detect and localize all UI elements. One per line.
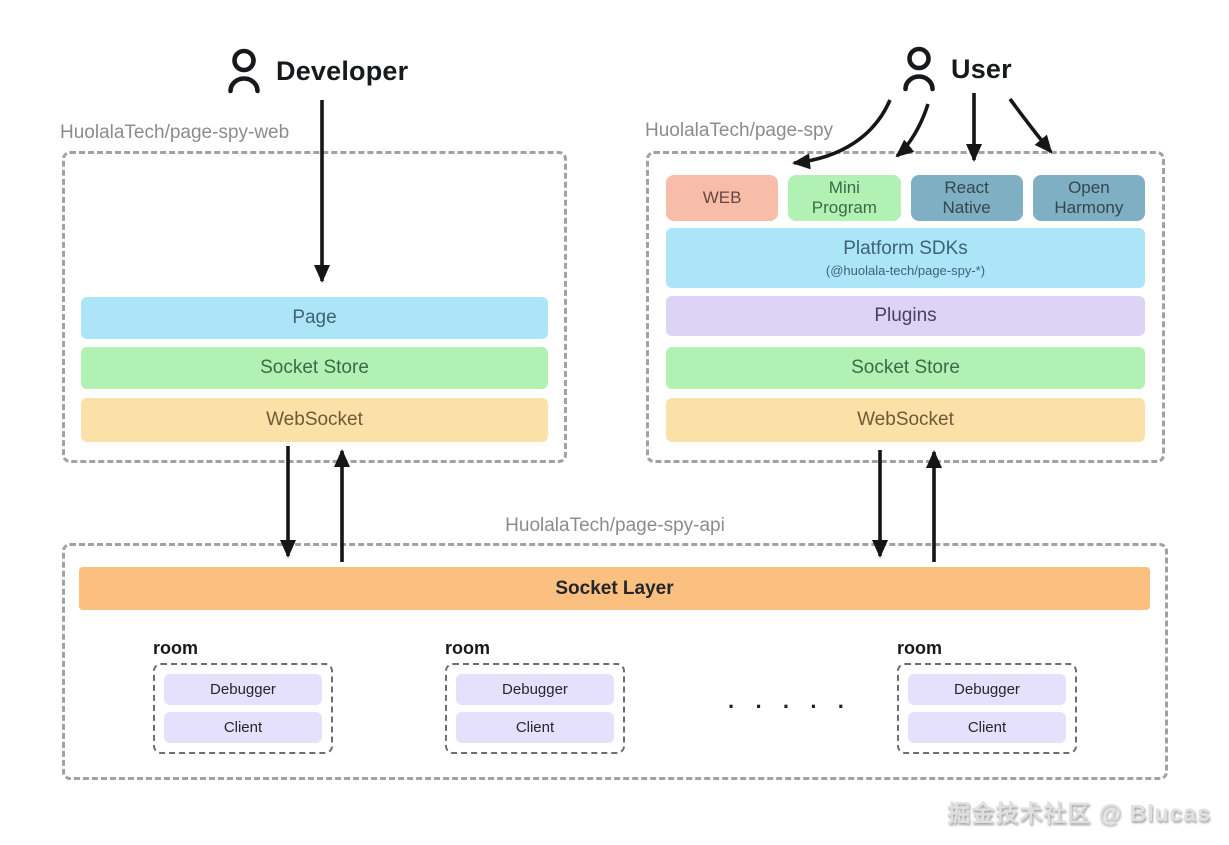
user-person-icon	[903, 46, 935, 92]
room-2-client: Client	[456, 712, 614, 743]
sdk-row-plugins: Plugins	[666, 296, 1145, 336]
room-1-box: Debugger Client	[153, 663, 333, 754]
platform-react-native: React Native	[910, 175, 1023, 221]
developer-label: Developer	[276, 55, 409, 86]
rooms-ellipsis: · · · · ·	[728, 694, 853, 719]
room-3-client: Client	[908, 712, 1066, 743]
room-2-debugger: Debugger	[456, 674, 614, 705]
platform-sdks-label: Platform SDKs	[843, 238, 968, 259]
room-1-label: room	[153, 638, 198, 658]
sdk-panel-title: HuolalaTech/page-spy	[645, 120, 834, 141]
room-2-box: Debugger Client	[445, 663, 625, 754]
api-panel: Socket Layer room Debugger Client room D…	[62, 543, 1168, 780]
room-1-client: Client	[164, 712, 322, 743]
room-3-debugger: Debugger	[908, 674, 1066, 705]
room-2: room Debugger Client	[445, 638, 625, 754]
socket-layer-bar: Socket Layer	[79, 567, 1150, 610]
platform-sdks-package-hint: (@huolala-tech/page-spy-*)	[825, 263, 986, 278]
web-panel-title: HuolalaTech/page-spy-web	[60, 122, 290, 143]
web-panel: Page Socket Store WebSocket	[62, 151, 567, 463]
user-to-mini-program-arrow	[895, 103, 930, 158]
platform-open-harmony: Open Harmony	[1032, 175, 1145, 221]
developer-actor: Developer	[226, 48, 408, 94]
user-actor: User	[901, 46, 1012, 92]
developer-person-icon	[228, 48, 260, 94]
platform-web: WEB	[666, 175, 779, 221]
sdk-row-socket-store: Socket Store	[666, 347, 1145, 389]
web-row-websocket: WebSocket	[81, 398, 548, 442]
room-1-debugger: Debugger	[164, 674, 322, 705]
api-panel-title: HuolalaTech/page-spy-api	[505, 515, 725, 536]
platform-mini-program: Mini Program	[788, 175, 901, 221]
user-to-open-harmony-arrow	[1008, 97, 1053, 154]
sdk-row-platform-sdks: Platform SDKs (@huolala-tech/page-spy-*)	[666, 228, 1145, 288]
sdk-platform-row: WEB Mini Program React Native Open Harmo…	[666, 175, 1145, 221]
room-1: room Debugger Client	[153, 638, 333, 754]
room-3: room Debugger Client	[897, 638, 1077, 754]
sdk-panel: WEB Mini Program React Native Open Harmo…	[646, 151, 1165, 463]
watermark: 掘金技术社区 @ Blucas	[947, 800, 1211, 826]
web-row-socket-store: Socket Store	[81, 347, 548, 389]
room-3-label: room	[897, 638, 942, 658]
room-2-label: room	[445, 638, 490, 658]
user-label: User	[951, 53, 1012, 84]
room-3-box: Debugger Client	[897, 663, 1077, 754]
sdk-row-websocket: WebSocket	[666, 398, 1145, 442]
web-row-page: Page	[81, 297, 548, 339]
